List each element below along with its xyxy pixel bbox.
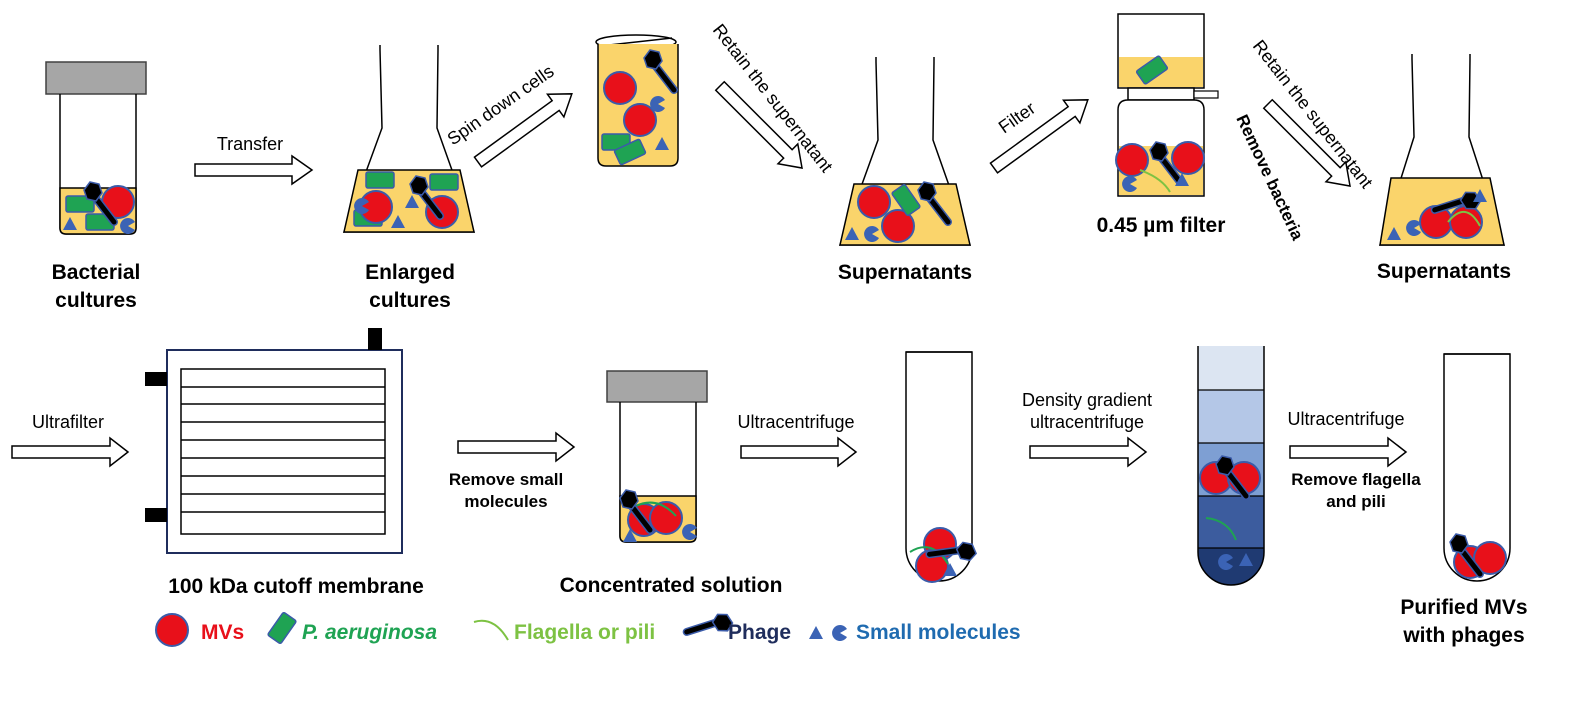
supernatant-flask-2 <box>1378 54 1506 246</box>
ultracentrifuge-tube-1 <box>905 351 979 583</box>
label-concentrated: Concentrated solution <box>560 574 783 597</box>
centrifuge-tube <box>595 34 679 167</box>
filter-unit <box>1115 13 1219 197</box>
step-remove-flagella-1: Remove flagella <box>1291 470 1421 489</box>
step-transfer: Transfer <box>217 134 283 154</box>
step-density-1: Density gradient <box>1022 390 1152 410</box>
label-supernatants-2: Supernatants <box>1377 260 1511 283</box>
legend-mv-icon <box>155 613 189 647</box>
step-remove-small-1: Remove small <box>449 470 563 489</box>
step-remove-small-2: molecules <box>464 492 547 511</box>
step-ultracentrifuge-2: Ultracentrifuge <box>1287 409 1404 429</box>
label-purified-2: with phages <box>1402 624 1524 647</box>
step-density-2: ultracentrifuge <box>1030 412 1144 432</box>
label-bacterial-cultures-1: Bacterial <box>52 261 141 284</box>
legend-p-aeruginosa: P. aeruginosa <box>302 621 437 644</box>
legend-triangle-icon <box>809 626 823 639</box>
arrow-ultracentrifuge-1 <box>740 436 858 468</box>
legend-flagella-icon <box>473 619 509 641</box>
legend-bacteria-icon <box>266 611 298 645</box>
step-spin-down: Spin down cells <box>444 61 558 149</box>
label-membrane: 100 kDa cutoff membrane <box>168 575 424 598</box>
label-filter: 0.45 µm filter <box>1097 214 1226 237</box>
arrow-filter <box>989 99 1089 174</box>
legend-small-molecules: Small molecules <box>856 621 1021 644</box>
concentrated-tube <box>606 370 708 543</box>
enlarged-flask <box>342 45 476 233</box>
label-enlarged-cultures-2: cultures <box>369 289 451 312</box>
label-bacterial-cultures-2: cultures <box>55 289 137 312</box>
label-supernatants-1: Supernatants <box>838 261 972 284</box>
arrow-retain-1 <box>714 80 803 169</box>
label-enlarged-cultures-1: Enlarged <box>365 261 455 284</box>
arrow-remove-small <box>457 431 576 463</box>
arrow-retain-2 <box>1262 98 1351 187</box>
legend: MVs P. aeruginosa Flagella or pili Phage… <box>155 604 1021 647</box>
arrow-spin <box>473 93 573 168</box>
label-purified-1: Purified MVs <box>1400 596 1527 619</box>
step-remove-flagella-2: and pili <box>1326 492 1386 511</box>
ultrafilter-membrane <box>145 328 403 554</box>
legend-phage: Phage <box>728 621 791 644</box>
step-ultrafilter: Ultrafilter <box>32 412 104 432</box>
legend-flagella: Flagella or pili <box>514 621 655 644</box>
culture-tube <box>45 61 147 235</box>
gradient-tube <box>1197 346 1265 586</box>
supernatant-flask-1 <box>838 57 972 246</box>
step-ultracentrifuge-1: Ultracentrifuge <box>737 412 854 432</box>
arrow-ultrafilter <box>11 436 130 468</box>
ultracentrifuge-tube-2 <box>1443 353 1511 582</box>
arrow-ultracentrifuge-2 <box>1289 436 1408 468</box>
arrow-density-gradient <box>1029 436 1148 468</box>
step-filter: Filter <box>995 98 1039 137</box>
legend-pacman-icon <box>832 625 847 641</box>
arrow-transfer <box>194 154 314 186</box>
legend-mvs: MVs <box>201 621 244 644</box>
